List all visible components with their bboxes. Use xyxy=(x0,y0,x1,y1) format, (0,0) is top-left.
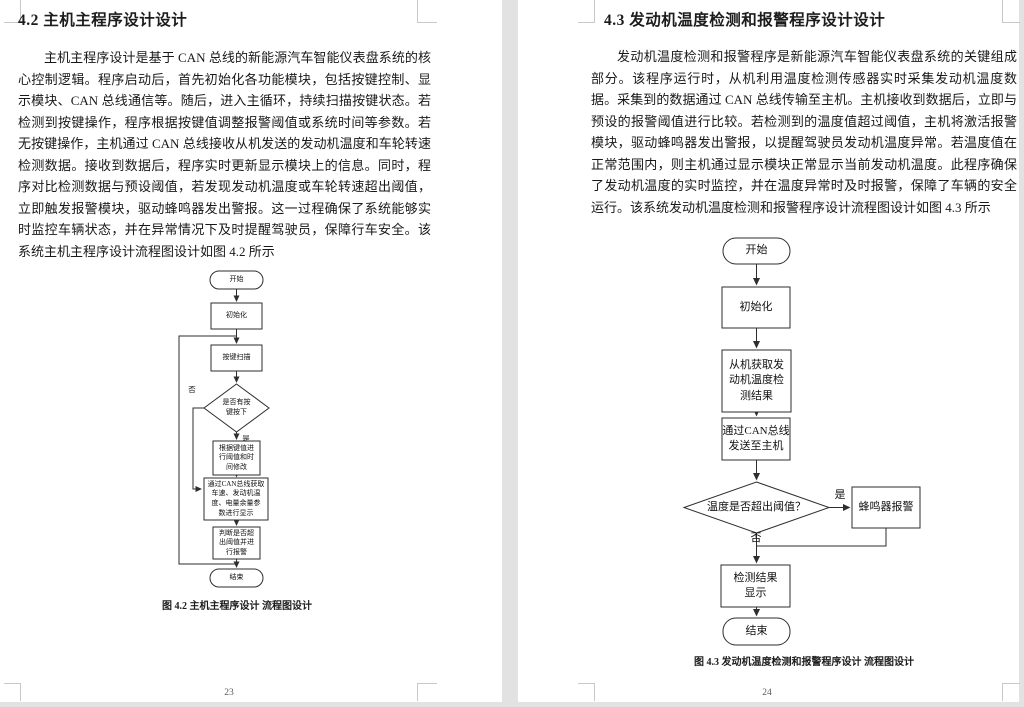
page-number-24: 24 xyxy=(762,688,772,698)
margin-corner-mark xyxy=(4,683,21,701)
page-23: 4.2 主机主程序设计设计 主机主程序设计是基于 CAN 总线的新能源汽车智能仪… xyxy=(0,0,502,702)
page-number-23: 23 xyxy=(224,688,234,698)
flow-node-init: 初始化 xyxy=(226,311,247,320)
body-paragraph-4-3: 发动机温度检测和报警程序是新能源汽车智能仪表盘系统的关键组成部分。该程序运行时，… xyxy=(591,49,1017,215)
flow-node-key-decision: 是否有按 键按下 xyxy=(222,398,251,416)
margin-corner-mark xyxy=(417,0,437,23)
flow-node-can-display: 通过CAN总线获取 车速、发动机温 度、电量余量参 数进行显示 xyxy=(207,479,265,517)
flow-node-key-scan: 按键扫描 xyxy=(222,353,251,362)
flow-node-start: 开始 xyxy=(229,275,244,284)
flow-branch-no-label: 否 xyxy=(188,384,196,394)
flow-branch-yes-label: 是 xyxy=(834,488,846,501)
figure-caption-4-2: 图 4.2 主机主程序设计 流程图设计 xyxy=(162,601,312,612)
margin-corner-mark xyxy=(578,0,595,23)
margin-corner-mark xyxy=(1002,0,1020,23)
flow-node-temp-decision: 温度是否超出阈值？ xyxy=(707,501,806,513)
flow-node-judge-alarm: 判断是否超 出阈值并进 行报警 xyxy=(219,528,254,556)
flow-node-buzzer-alarm: 蜂鸣器报警 xyxy=(858,500,914,513)
margin-corner-mark xyxy=(578,683,595,701)
margin-corner-mark xyxy=(417,683,437,701)
flow-node-init: 初始化 xyxy=(739,300,773,313)
flow-node-end: 结束 xyxy=(745,624,768,637)
figure-caption-4-3: 图 4.3 发动机温度检测和报警程序设计 流程图设计 xyxy=(694,657,914,668)
flow-node-modify: 根据键值进 行阈值和时 间修改 xyxy=(219,443,254,471)
flow-branch-yes-label: 是 xyxy=(242,433,250,443)
flow-node-end: 结束 xyxy=(229,573,244,582)
flow-node-can-send: 通过CAN总线 发送至主机 xyxy=(722,424,790,453)
margin-corner-mark xyxy=(4,0,21,23)
section-heading-4-2: 4.2 主机主程序设计设计 xyxy=(18,12,188,29)
page-24: 4.3 发动机温度检测和报警程序设计设计 发动机温度检测和报警程序是新能源汽车智… xyxy=(518,0,1020,702)
flowchart-4-3 xyxy=(682,237,921,646)
section-heading-4-3: 4.3 发动机温度检测和报警程序设计设计 xyxy=(604,12,886,29)
flow-node-result-display: 检测结果 显示 xyxy=(733,571,778,600)
flow-node-slave-get-temp: 从机获取发 动机温度检 测结果 xyxy=(729,358,784,402)
margin-corner-mark xyxy=(1002,683,1020,701)
flow-node-start: 开始 xyxy=(745,244,768,257)
flow-branch-no-label: 否 xyxy=(750,531,762,544)
flowchart-4-2 xyxy=(178,270,270,588)
body-paragraph-4-2: 主机主程序设计是基于 CAN 总线的新能源汽车智能仪表盘系统的核心控制逻辑。程序… xyxy=(18,50,431,259)
